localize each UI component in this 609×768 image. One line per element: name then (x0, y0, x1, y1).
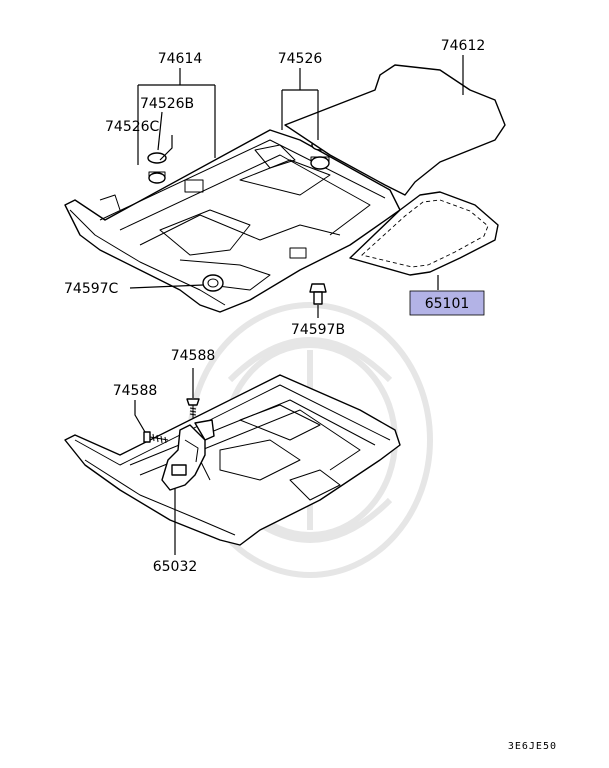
grommet-74597c (202, 274, 224, 292)
bolt-74597b (309, 283, 327, 305)
label-74612: 74612 (441, 38, 486, 54)
bracket-65032 (161, 419, 215, 491)
upper-floor-pan (64, 129, 401, 313)
screw-74588-left (143, 431, 169, 444)
label-74614: 74614 (158, 51, 203, 67)
leader-lines (129, 55, 464, 555)
lower-floor-panel (64, 374, 401, 546)
screw-74588-top (186, 398, 200, 418)
label-65032: 65032 (153, 559, 198, 575)
diagram-code: 3E6JE50 (508, 741, 557, 752)
clip-74526b (147, 152, 167, 184)
floor-mat-65101 (349, 191, 499, 276)
label-74588-left: 74588 (113, 383, 158, 399)
label-74588-top: 74588 (171, 348, 216, 364)
label-65101: 65101 (425, 296, 470, 312)
label-74526: 74526 (278, 51, 323, 67)
label-74597c: 74597C (64, 281, 119, 297)
label-74526c: 74526C (105, 119, 160, 135)
highlight-box-65101 (409, 290, 485, 316)
label-74526b: 74526B (140, 96, 194, 112)
label-74597b: 74597B (291, 322, 345, 338)
floor-mat-74612 (284, 64, 506, 196)
